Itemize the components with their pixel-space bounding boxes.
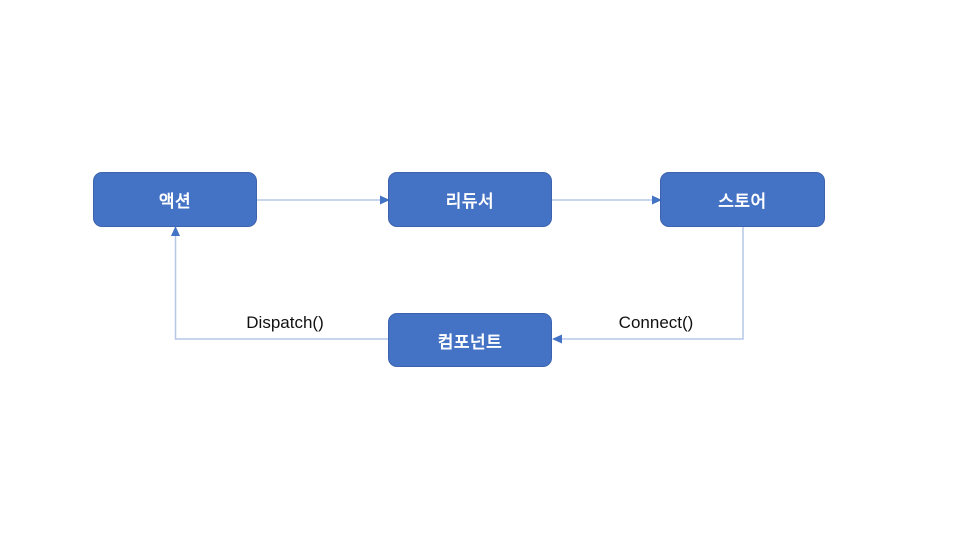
node-reducer-label: 리듀서 — [445, 192, 495, 211]
arrowhead-left-component-icon — [552, 334, 562, 344]
node-action-label: 액션 — [158, 192, 192, 211]
edge-label-dispatch: Dispatch() — [246, 313, 324, 332]
edge-label-connect: Connect() — [618, 313, 694, 332]
node-action: 액션 — [93, 172, 257, 227]
connector-store-to-component — [560, 227, 744, 340]
node-component: 컴포넌트 — [388, 313, 552, 367]
node-store-label: 스토어 — [718, 192, 767, 211]
node-component-label: 컴포넌트 — [437, 332, 503, 352]
connector-component-to-action — [174, 234, 388, 340]
node-reducer: 리듀서 — [388, 172, 552, 227]
node-store: 스토어 — [660, 172, 825, 227]
arrowhead-right-store-icon — [652, 195, 662, 205]
arrowhead-right-reducer-icon — [380, 195, 390, 205]
arrowhead-up-action-icon — [171, 226, 180, 236]
